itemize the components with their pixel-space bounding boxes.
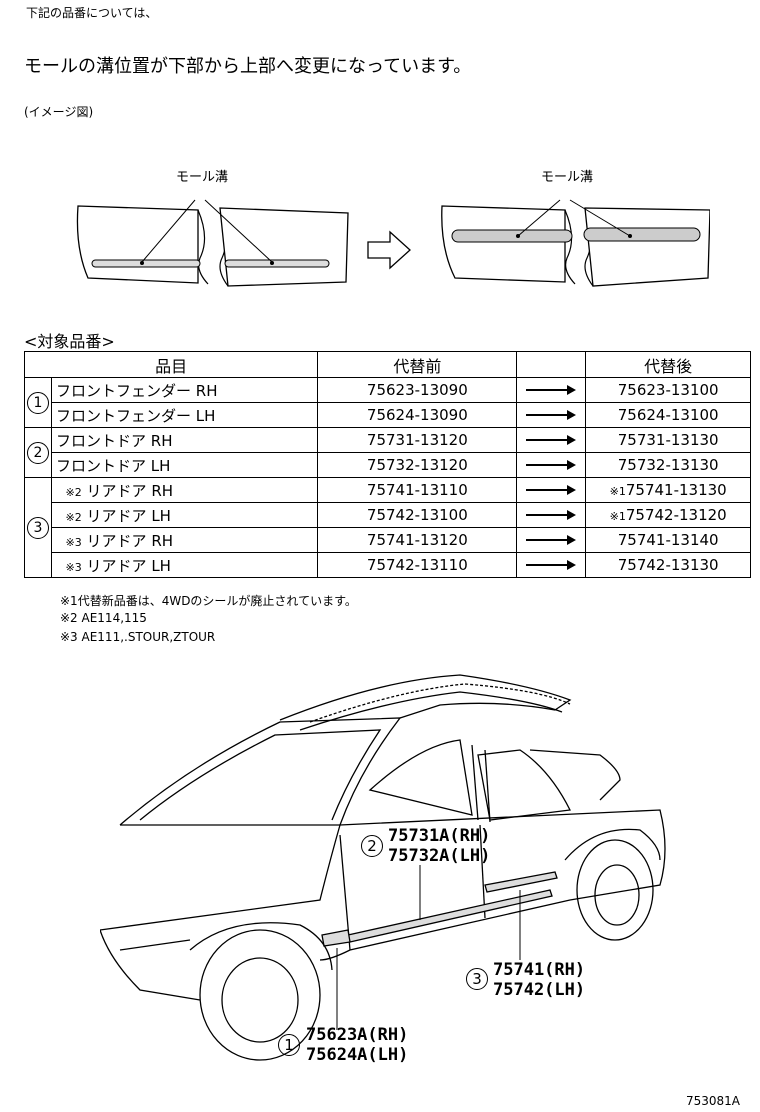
intro-line: 下記の品番については、 — [26, 6, 158, 20]
change-description: モールの溝位置が下部から上部へ変更になっています。 — [24, 56, 472, 77]
part-before: 75731-13120 — [317, 427, 518, 453]
callout-2-marker: 2 — [361, 835, 383, 857]
part-name: ※3 リアドア RH — [50, 527, 319, 553]
part-name: フロントドア RH — [50, 427, 319, 453]
parts-table: 品目 代替前 代替後 1 フロントフェンダー RH 75623-13090 75… — [23, 351, 751, 578]
part-before: 75742-13110 — [317, 552, 518, 578]
callout-1-marker: 1 — [278, 1034, 300, 1056]
arrow-icon — [516, 477, 587, 503]
table-row: 3 ※2 リアドア RH 75741-13110 ※175741-13130 — [24, 477, 751, 578]
group-marker: 2 — [24, 427, 52, 478]
callout-3-lh: 75742(LH) — [493, 980, 586, 1000]
part-after: ※175742-13120 — [585, 502, 751, 528]
table-row: フロントドア LH 75732-13120 75732-13130 — [25, 452, 751, 478]
part-before: 75742-13100 — [317, 502, 518, 528]
group-marker: 3 — [24, 477, 52, 578]
table-row: ※3 リアドア LH 75742-13110 75742-13130 — [25, 552, 751, 578]
callout-3: 75741(RH) 75742(LH) — [493, 960, 585, 1000]
header-before: 代替前 — [317, 351, 518, 378]
arrow-icon — [516, 502, 587, 528]
header-arrow — [516, 351, 587, 378]
callout-2-lh: 75732A(LH) — [388, 846, 491, 866]
part-after: 75624-13100 — [585, 402, 751, 428]
figure-id: 753081A — [686, 1094, 741, 1108]
header-after: 代替後 — [585, 351, 751, 378]
part-after: 75731-13130 — [585, 427, 751, 453]
part-name: ※2 リアドア LH — [50, 502, 319, 528]
part-name: ※3 リアドア LH — [50, 552, 319, 578]
part-before: 75741-13120 — [317, 527, 518, 553]
table-row: ※2 リアドア LH 75742-13100 ※175742-13120 — [25, 502, 751, 528]
groove-label-before: モール溝 — [176, 170, 229, 185]
arrow-icon — [516, 552, 587, 578]
part-after: ※175741-13130 — [585, 477, 751, 503]
note-3: ※3 AE111,.STOUR,ZTOUR — [60, 630, 216, 644]
callout-3-marker: 3 — [466, 968, 488, 990]
part-name: フロントフェンダー LH — [50, 402, 319, 428]
part-before: 75623-13090 — [317, 377, 518, 403]
part-before: 75741-13110 — [317, 477, 518, 503]
header-part-name: 品目 — [23, 351, 319, 378]
target-parts-title: <対象品番> — [24, 332, 115, 351]
callout-1-lh: 75624A(LH) — [306, 1045, 409, 1065]
groove-label-after: モール溝 — [541, 170, 594, 185]
part-after: 75742-13130 — [585, 552, 751, 578]
callout-2: 75731A(RH) 75732A(LH) — [388, 826, 490, 866]
callout-1: 75623A(RH) 75624A(LH) — [306, 1025, 408, 1065]
part-name: フロントドア LH — [50, 452, 319, 478]
table-header-row: 品目 代替前 代替後 — [23, 351, 751, 378]
group-marker: 1 — [24, 377, 52, 428]
part-name: フロントフェンダー RH — [50, 377, 319, 403]
table-row: フロントフェンダー LH 75624-13090 75624-13100 — [25, 402, 751, 428]
callout-1-rh: 75623A(RH) — [306, 1025, 409, 1045]
part-before: 75732-13120 — [317, 452, 518, 478]
image-caption: (イメージ図) — [24, 105, 94, 119]
table-row: 1 フロントフェンダー RH 75623-13090 75623-13100 — [24, 377, 751, 428]
part-after: 75732-13130 — [585, 452, 751, 478]
table-row: ※3 リアドア RH 75741-13120 75741-13140 — [25, 527, 751, 553]
part-before: 75624-13090 — [317, 402, 518, 428]
groove-diagram — [76, 199, 710, 287]
callout-2-rh: 75731A(RH) — [388, 826, 491, 846]
callout-3-rh: 75741(RH) — [493, 960, 586, 980]
car-illustration — [100, 674, 666, 1061]
arrow-icon — [516, 377, 587, 403]
part-name: ※2 リアドア RH — [50, 477, 319, 503]
table-row: 2 フロントドア RH 75731-13120 75731-13130 — [24, 427, 751, 478]
arrow-icon — [516, 427, 587, 453]
arrow-icon — [516, 402, 587, 428]
part-after: 75741-13140 — [585, 527, 751, 553]
part-after: 75623-13100 — [585, 377, 751, 403]
note-1: ※1代替新品番は、4WDのシールが廃止されています。 — [60, 594, 357, 608]
note-2: ※2 AE114,115 — [60, 611, 147, 625]
arrow-icon — [516, 527, 587, 553]
arrow-icon — [516, 452, 587, 478]
